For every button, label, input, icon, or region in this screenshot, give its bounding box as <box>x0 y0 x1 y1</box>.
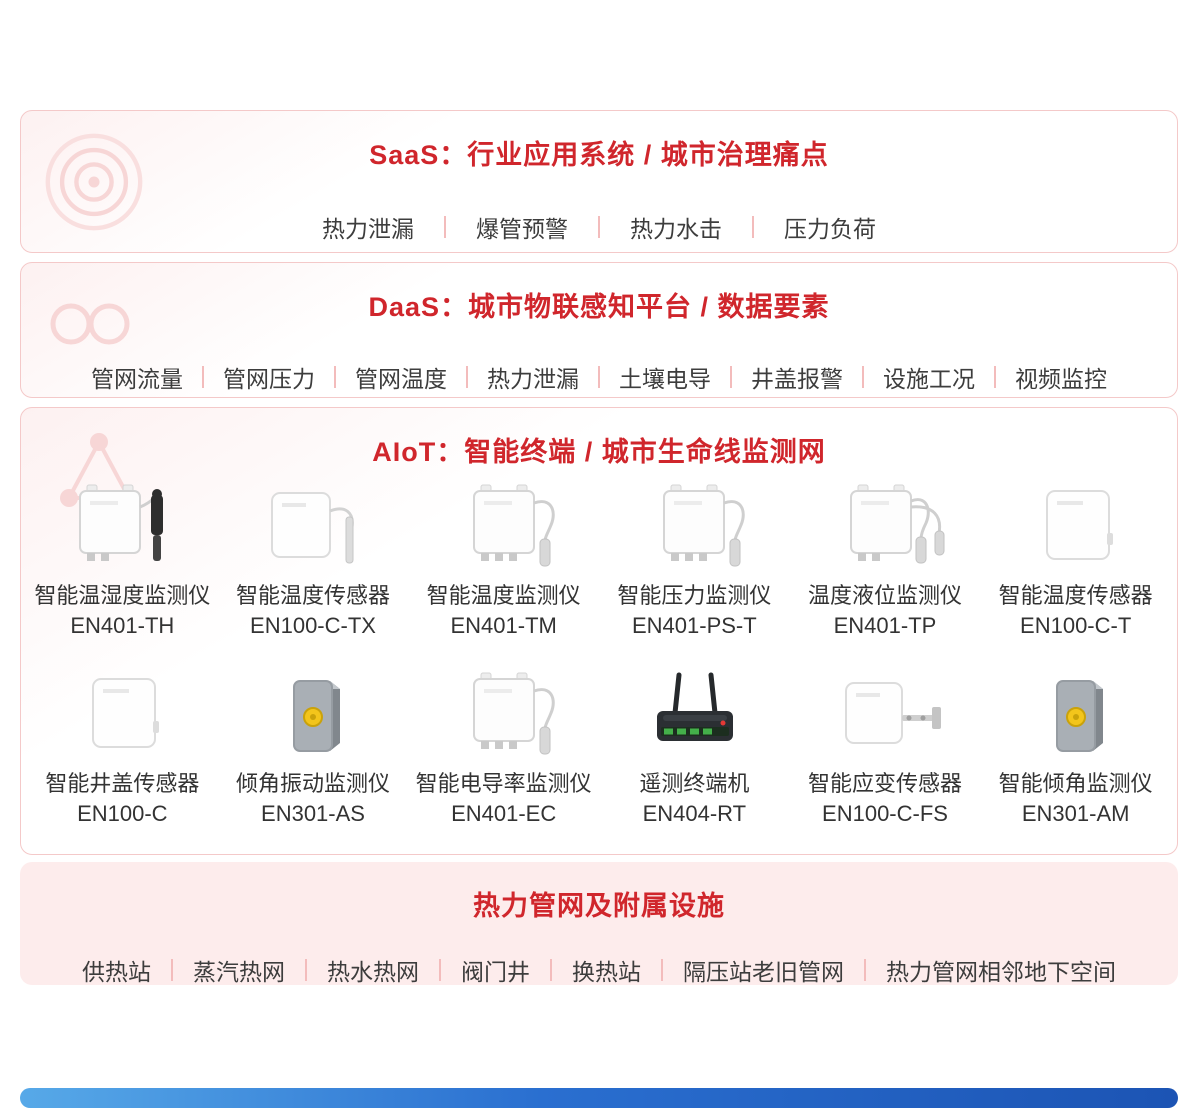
separator <box>305 959 307 981</box>
product-name: 智能温度监测仪 <box>426 583 581 608</box>
saas-item: 热力泄漏 <box>322 216 414 242</box>
separator <box>202 366 204 388</box>
product-name: 智能温度传感器 <box>235 583 390 608</box>
separator <box>550 959 552 981</box>
product-model: EN401-TP <box>833 613 937 638</box>
facilities-panel: 热力管网及附属设施 供热站 蒸汽热网 热水热网 阀门井 换热站 隔压站老旧管网 … <box>20 862 1178 985</box>
product-card: 智能电导率监测仪 EN401-EC <box>408 663 599 829</box>
daas-item: 热力泄漏 <box>487 366 579 392</box>
product-model: EN301-AS <box>261 801 365 826</box>
facility-item: 供热站 <box>82 959 151 985</box>
facility-item: 隔压站老旧管网 <box>683 959 844 985</box>
daas-items: 管网流量 管网压力 管网温度 热力泄漏 土壤电导 井盖报警 设施工况 视频监控 <box>21 360 1177 394</box>
separator <box>661 959 663 981</box>
product-card: 智能应变传感器 EN100-C-FS <box>790 663 981 829</box>
product-card: 智能温湿度监测仪 EN401-TH <box>27 475 218 641</box>
daas-item: 设施工况 <box>883 366 975 392</box>
product-card: 倾角振动监测仪 EN301-AS <box>218 663 409 829</box>
separator <box>334 366 336 388</box>
daas-item: 土壤电导 <box>619 366 711 392</box>
facility-item: 热力管网相邻地下空间 <box>886 959 1116 985</box>
separator <box>864 959 866 981</box>
daas-item: 管网温度 <box>355 366 447 392</box>
product-name: 智能温度传感器 <box>998 583 1153 608</box>
daas-title: DaaS：城市物联感知平台 / 数据要素 <box>368 292 830 322</box>
separator <box>994 366 996 388</box>
separator <box>752 216 754 238</box>
router-icon <box>619 665 769 765</box>
product-name: 遥测终端机 <box>639 771 750 796</box>
separator <box>598 366 600 388</box>
product-name: 智能倾角监测仪 <box>998 771 1153 796</box>
separator <box>439 959 441 981</box>
monitor-box-two-probe-icon <box>810 477 960 577</box>
aiot-panel: AIoT：智能终端 / 城市生命线监测网 智能温湿度监测仪 EN401-TH 智… <box>20 407 1178 855</box>
flat-panel-probe-icon <box>238 477 388 577</box>
product-model: EN100-C-TX <box>250 613 376 638</box>
product-model: EN100-C <box>77 801 168 826</box>
separator <box>730 366 732 388</box>
separator <box>598 216 600 238</box>
product-card: 温度液位监测仪 EN401-TP <box>790 475 981 641</box>
facility-item: 热水热网 <box>327 959 419 985</box>
flat-panel-icon <box>1001 477 1151 577</box>
saas-panel: SaaS：行业应用系统 / 城市治理痛点 热力泄漏 爆管预警 热力水击 压力负荷 <box>20 110 1178 253</box>
product-card: 遥测终端机 EN404-RT <box>599 663 790 829</box>
target-rings-icon <box>45 133 143 231</box>
flat-panel-icon <box>47 665 197 765</box>
product-model: EN401-PS-T <box>631 613 757 638</box>
separator <box>862 366 864 388</box>
monitor-box-probe-icon <box>429 477 579 577</box>
saas-title: SaaS：行业应用系统 / 城市治理痛点 <box>369 140 829 170</box>
daas-item: 管网流量 <box>91 366 183 392</box>
daas-panel: DaaS：城市物联感知平台 / 数据要素 管网流量 管网压力 管网温度 热力泄漏… <box>20 262 1178 398</box>
product-model: EN301-AM <box>1021 801 1130 826</box>
facility-item: 蒸汽热网 <box>193 959 285 985</box>
facility-item: 换热站 <box>572 959 641 985</box>
product-card: 智能井盖传感器 EN100-C <box>27 663 218 829</box>
product-card: 智能温度传感器 EN100-C-TX <box>218 475 409 641</box>
product-name: 倾角振动监测仪 <box>235 771 390 796</box>
tilt-box-icon <box>1001 665 1151 765</box>
product-card: 智能温度传感器 EN100-C-T <box>980 475 1171 641</box>
product-name: 智能井盖传感器 <box>45 771 200 796</box>
product-model: EN100-C-FS <box>822 801 948 826</box>
product-model: EN401-TH <box>70 613 175 638</box>
product-model: EN401-TM <box>450 613 557 638</box>
daas-item: 管网压力 <box>223 366 315 392</box>
product-name: 温度液位监测仪 <box>807 583 962 608</box>
separator <box>444 216 446 238</box>
product-name: 智能电导率监测仪 <box>415 771 592 796</box>
product-model: EN100-C-T <box>1020 613 1132 638</box>
monitor-box-probe-icon <box>429 665 579 765</box>
saas-items: 热力泄漏 爆管预警 热力水击 压力负荷 <box>21 210 1177 244</box>
monitor-box-black-probe-icon <box>47 477 197 577</box>
daas-item: 视频监控 <box>1015 366 1107 392</box>
product-name: 智能温湿度监测仪 <box>34 583 211 608</box>
saas-item: 压力负荷 <box>784 216 876 242</box>
facilities-items: 供热站 蒸汽热网 热水热网 阀门井 换热站 隔压站老旧管网 热力管网相邻地下空间 <box>20 953 1178 985</box>
infinity-icon <box>50 303 130 345</box>
product-card: 智能压力监测仪 EN401-PS-T <box>599 475 790 641</box>
separator <box>466 366 468 388</box>
product-card: 智能温度监测仪 EN401-TM <box>408 475 599 641</box>
facility-item: 阀门井 <box>461 959 530 985</box>
separator <box>171 959 173 981</box>
monitor-box-probe-icon <box>619 477 769 577</box>
saas-item: 热力水击 <box>630 216 722 242</box>
product-card: 智能倾角监测仪 EN301-AM <box>980 663 1171 829</box>
aiot-products-row1: 智能温湿度监测仪 EN401-TH 智能温度传感器 EN100-C-TX 智能温… <box>21 469 1177 641</box>
product-name: 智能压力监测仪 <box>617 583 772 608</box>
facilities-title: 热力管网及附属设施 <box>473 891 725 921</box>
tilt-box-icon <box>238 665 388 765</box>
flat-panel-arm-icon <box>810 665 960 765</box>
aiot-title: AIoT：智能终端 / 城市生命线监测网 <box>372 437 826 467</box>
product-name: 智能应变传感器 <box>807 771 962 796</box>
saas-item: 爆管预警 <box>476 216 568 242</box>
daas-item: 井盖报警 <box>751 366 843 392</box>
product-model: EN401-EC <box>451 801 557 826</box>
product-model: EN404-RT <box>642 801 747 826</box>
bottom-gradient-bar <box>20 1088 1178 1108</box>
aiot-products-row2: 智能井盖传感器 EN100-C 倾角振动监测仪 EN301-AS 智能电导率监测… <box>21 657 1177 829</box>
